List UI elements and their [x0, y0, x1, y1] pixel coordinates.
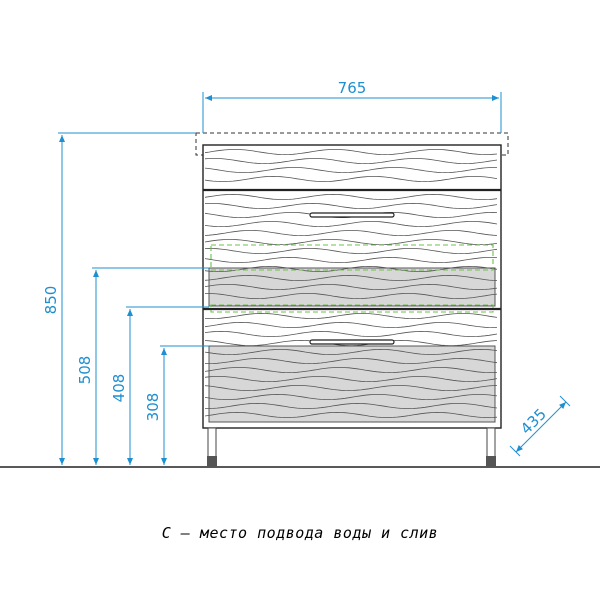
- wave-pattern: [204, 149, 498, 418]
- upper-drawer-handle: [309, 212, 395, 218]
- height-408-dimension: [126, 306, 209, 465]
- width-dimension: [202, 92, 502, 133]
- lower-drawer-panel: [208, 345, 496, 423]
- wave-line: [205, 293, 498, 300]
- wave-line: [204, 193, 498, 200]
- wave-line: [204, 221, 498, 228]
- wave-line: [205, 402, 498, 409]
- wave-line: [204, 367, 498, 374]
- height-850-label: 850: [42, 286, 60, 315]
- wave-line: [204, 158, 498, 165]
- right-foot: [486, 427, 496, 467]
- wave-line: [204, 274, 498, 281]
- wave-line: [204, 283, 498, 291]
- wave-line: [204, 230, 498, 237]
- width-dimension-label: 765: [338, 79, 367, 97]
- wave-line: [204, 393, 498, 401]
- wave-line: [204, 339, 498, 346]
- height-308-label: 308: [144, 393, 162, 422]
- wave-line: [204, 385, 498, 392]
- wave-line: [204, 202, 498, 209]
- depth-dimension-label: 435: [517, 405, 550, 438]
- wave-line: [204, 149, 498, 156]
- wave-line: [204, 357, 498, 365]
- wave-line: [204, 247, 498, 255]
- water-supply-zone-upper: [210, 244, 494, 271]
- height-850-dimension: [58, 132, 196, 465]
- lower-drawer-handle: [309, 339, 395, 345]
- height-408-label: 408: [110, 374, 128, 403]
- height-508-label: 508: [76, 356, 94, 385]
- wave-line: [204, 256, 498, 263]
- water-supply-zone-lower: [210, 304, 494, 313]
- wave-line: [204, 376, 498, 383]
- wave-line: [204, 411, 498, 418]
- wave-line: [204, 321, 498, 329]
- wave-line: [204, 175, 498, 183]
- wave-line: [204, 330, 498, 337]
- left-foot: [207, 427, 217, 467]
- wave-line: [204, 239, 498, 246]
- height-308-dimension: [160, 345, 209, 465]
- legend-caption: С – место подвода воды и слив: [161, 524, 439, 542]
- wave-line: [204, 348, 498, 356]
- wave-line: [204, 312, 498, 320]
- depth-dimension: [509, 395, 571, 457]
- wave-line: [204, 265, 498, 272]
- height-508-dimension: [92, 267, 209, 465]
- wave-line: [204, 167, 497, 174]
